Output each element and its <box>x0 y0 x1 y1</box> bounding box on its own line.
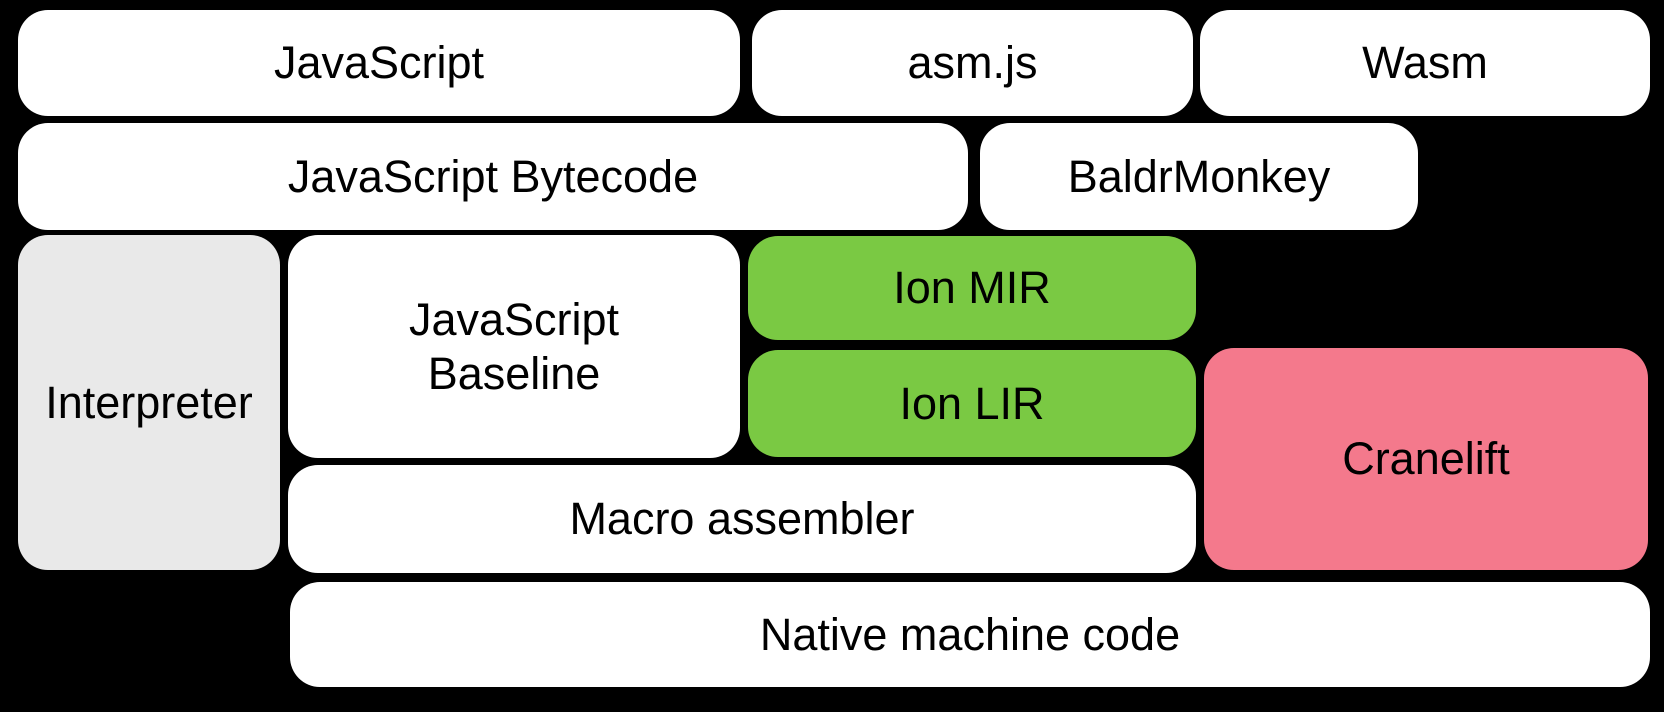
box-javascript-label: JavaScript <box>273 37 485 88</box>
box-native-machine-code: Native machine code <box>290 582 1650 687</box>
box-javascript-baseline-label: JavaScript Baseline <box>409 293 619 401</box>
box-ion-lir-label: Ion LIR <box>899 377 1045 429</box>
box-macro-assembler-label: Macro assembler <box>569 493 915 544</box>
box-macro-assembler: Macro assembler <box>288 465 1196 573</box>
box-javascript: JavaScript <box>18 10 740 116</box>
box-javascript-bytecode: JavaScript Bytecode <box>18 123 968 230</box>
box-javascript-bytecode-label: JavaScript Bytecode <box>287 150 699 202</box>
box-ion-mir-label: Ion MIR <box>893 262 1051 313</box>
baseline-label-line2: Baseline <box>427 347 601 399</box>
box-baldrmonkey-label: BaldrMonkey <box>1067 150 1331 202</box>
box-asmjs: asm.js <box>752 10 1193 116</box>
box-native-machine-code-label: Native machine code <box>759 608 1181 660</box>
box-cranelift-label: Cranelift <box>1342 433 1510 484</box>
box-ion-mir: Ion MIR <box>748 236 1196 340</box>
box-interpreter: Interpreter <box>18 235 280 570</box>
box-ion-lir: Ion LIR <box>748 350 1196 457</box>
box-wasm-label: Wasm <box>1362 37 1488 88</box>
box-interpreter-label: Interpreter <box>45 376 253 428</box>
box-asmjs-label: asm.js <box>907 37 1038 88</box>
box-wasm: Wasm <box>1200 10 1650 116</box>
box-cranelift: Cranelift <box>1204 348 1648 570</box>
box-javascript-baseline: JavaScript Baseline <box>288 235 740 458</box>
baseline-label-line1: JavaScript <box>408 293 620 345</box>
box-baldrmonkey: BaldrMonkey <box>980 123 1418 230</box>
